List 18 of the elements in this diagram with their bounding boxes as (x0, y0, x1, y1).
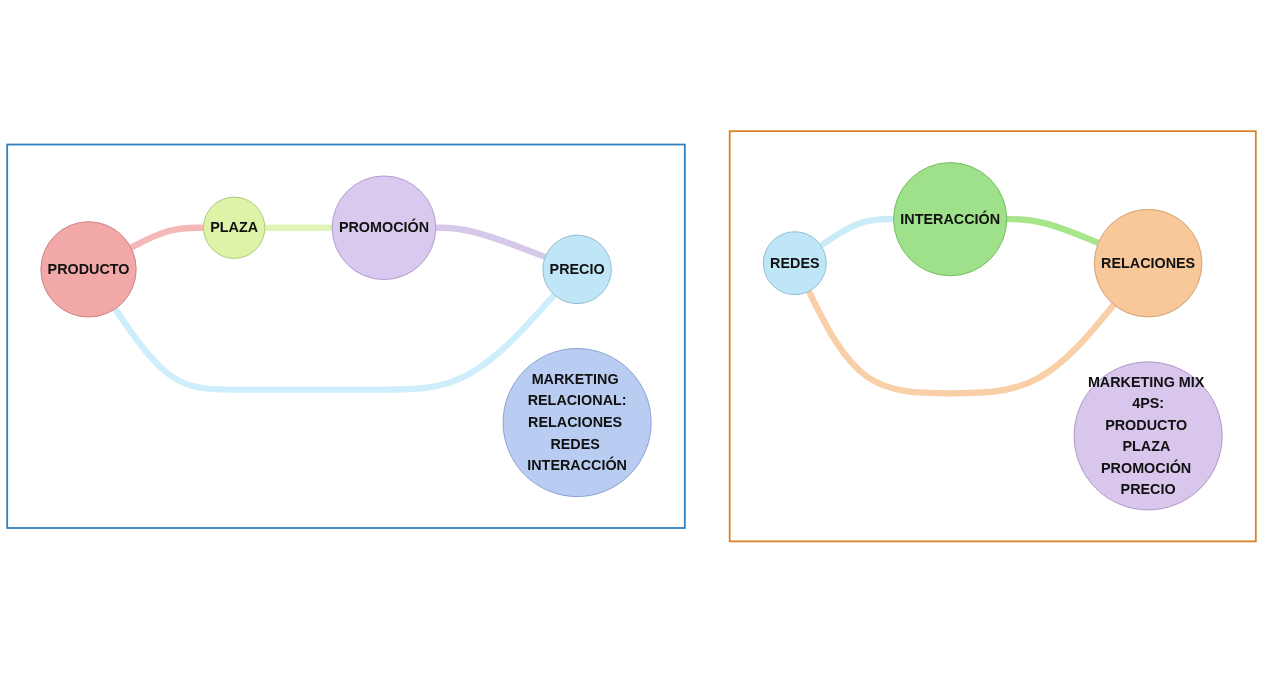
connector (264, 224, 333, 232)
connector (1006, 216, 1100, 246)
node-circle: RELACIONES (1093, 209, 1203, 318)
node-circle: PLAZA (203, 196, 266, 260)
node-circle: MARKETING RELACIONAL: RELACIONES REDES INTERACCIÓN (502, 348, 652, 498)
connector (435, 224, 547, 261)
node-circle: INTERACCIÓN (893, 162, 1008, 277)
node-circle: MARKETING MIX 4PS: PRODUCTO PLAZA PROMOCIÓN PRECIO (1073, 361, 1223, 511)
connector (112, 293, 557, 394)
node-circle: REDES (762, 231, 827, 296)
node-circle: PRECIO (542, 234, 612, 305)
connector (819, 216, 894, 249)
cluster (728, 130, 1257, 543)
cluster (6, 143, 686, 530)
node-circle: PROMOCIÓN (331, 175, 437, 281)
node-circle: PRODUCTO (40, 221, 137, 318)
connector (129, 224, 204, 251)
connector (806, 290, 1117, 397)
